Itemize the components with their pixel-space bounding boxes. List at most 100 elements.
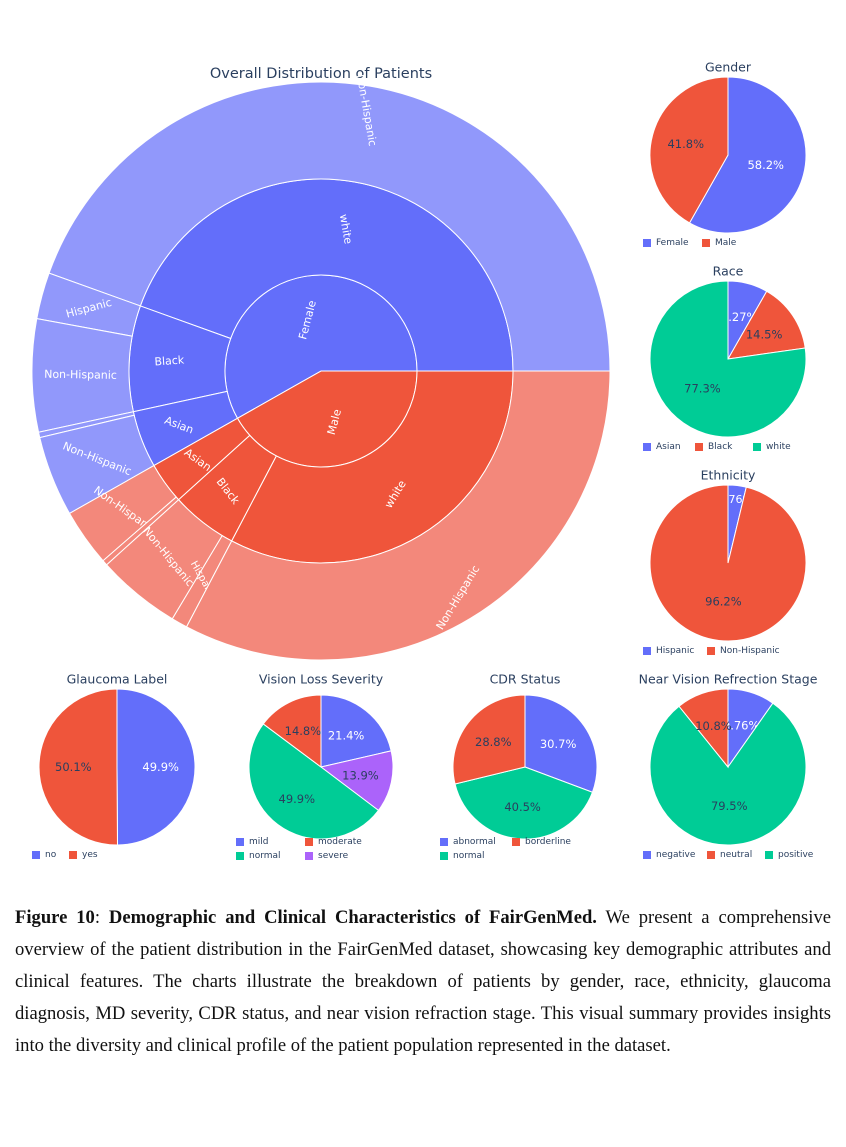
legend-swatch [765, 851, 773, 859]
legend-label: borderline [525, 837, 571, 847]
caption-label: Figure 10 [15, 907, 95, 928]
legend-swatch [305, 838, 313, 846]
sunburst-chart: Overall Distribution of PatientsFemalewh… [31, 66, 611, 661]
pie-slice-abnormal [524, 694, 598, 793]
sunburst-ethnicity-non-hispanic [48, 81, 611, 372]
pie-value-label: 77.3% [684, 381, 721, 395]
legend-swatch [643, 647, 651, 655]
pie-slice-normal [248, 723, 380, 840]
caption-title: Demographic and Clinical Characteristics… [108, 907, 597, 928]
pie-slice-severe [319, 750, 394, 812]
legend-swatch [702, 239, 710, 247]
sunburst-gender-label: Male [325, 408, 344, 437]
pie-value-label: 30.7% [540, 737, 577, 751]
sunburst-ethnicity-non-hispanic [185, 370, 611, 661]
pie-title: CDR Status [490, 672, 561, 687]
pie-value-label: 14.8% [285, 724, 322, 738]
legend-swatch [440, 838, 448, 846]
pie-value-label: 14.5% [746, 327, 783, 341]
legend-label: Male [715, 238, 737, 248]
pie-title: Ethnicity [701, 468, 756, 483]
pie-value-label: 21.4% [328, 728, 365, 742]
pie-value-label: 40.5% [504, 800, 541, 814]
pie-slice-male [649, 76, 729, 224]
legend-swatch [305, 852, 313, 860]
legend-label: normal [453, 851, 485, 861]
pie-slice-white [649, 280, 807, 438]
pie-value-label: 28.8% [475, 735, 512, 749]
legend-swatch [753, 443, 761, 451]
caption-body: We present a comprehensive overview of t… [15, 907, 831, 1056]
pie-value-label: 10.8% [695, 719, 732, 733]
near-vision-pie-chart: Near Vision Refrection Stage9.76%79.5%10… [639, 672, 818, 861]
pie-slice-normal [454, 766, 594, 840]
pie-slice-female [688, 76, 807, 234]
pie-slice-no [116, 688, 196, 846]
legend-swatch [440, 852, 448, 860]
sunburst-ethnicity-hispanic [36, 272, 141, 337]
race-pie-chart: Race 8.27% 14.5% 77.3% Asian Black white [643, 264, 807, 452]
legend-label: abnormal [453, 837, 496, 847]
legend-swatch [643, 239, 651, 247]
sunburst-ethnicity-non-hispanic [105, 499, 223, 620]
legend-swatch [707, 851, 715, 859]
legend-label: moderate [318, 837, 362, 847]
legend-swatch [32, 851, 40, 859]
legend-label: Black [708, 442, 733, 452]
pie-value-label: 49.9% [279, 792, 316, 806]
legend-label: yes [82, 850, 98, 860]
pie-title: Vision Loss Severity [259, 672, 384, 687]
legend-label: Hispanic [656, 646, 694, 656]
legend-swatch [643, 851, 651, 859]
figure-caption: Figure 10: Demographic and Clinical Char… [15, 902, 831, 1062]
vision-loss-pie-chart: Vision Loss Severity 21.4% 13.9% 49.9% 14.8%… [236, 672, 394, 861]
pie-slice-black [727, 290, 806, 360]
gender-pie-chart: Gender 58.2% 41.8% Female Male [643, 60, 807, 248]
sunburst-ethnicity-non-hispanic [68, 464, 177, 562]
sunburst-ethnicity-hispanic [171, 534, 233, 628]
legend-swatch [512, 838, 520, 846]
pie-title: Near Vision Refrection Stage [639, 672, 818, 687]
cdr-status-pie-chart: CDR Status 30.7% 40.5% 28.8% abnormal borderl… [440, 672, 598, 861]
sunburst-ethnicity-non-hispanic [39, 414, 155, 515]
pie-slice-moderate [262, 694, 322, 768]
pie-title: Glaucoma Label [67, 672, 168, 687]
pie-value-label: 58.2% [747, 158, 784, 172]
pie-slice-neutral [678, 688, 729, 769]
sunburst-race-label: white [337, 213, 355, 245]
legend-swatch [236, 852, 244, 860]
sunburst-ethnicity-label: Non-Hispanic [44, 368, 117, 382]
pie-title: Gender [705, 60, 752, 75]
pie-slice-positive [649, 702, 807, 846]
legend-label: mild [249, 837, 268, 847]
pie-value-label: 9.76% [723, 718, 760, 732]
legend-label: Female [656, 238, 689, 248]
legend-label: neutral [720, 850, 752, 860]
pie-value-label: 50.1% [55, 760, 92, 774]
pie-slice-mild [320, 694, 392, 768]
pie-title: Race [713, 264, 744, 279]
legend-label: Asian [656, 442, 681, 452]
legend-swatch [695, 443, 703, 451]
legend-label: no [45, 850, 57, 860]
pie-slice-yes [38, 688, 118, 846]
legend-label: negative [656, 850, 696, 860]
pie-value-label: 96.2% [705, 595, 742, 609]
legend-swatch [707, 647, 715, 655]
sunburst-title: Overall Distribution of Patients [210, 66, 432, 82]
pie-slice-borderline [452, 694, 526, 785]
sunburst-race-label: Black [154, 353, 185, 368]
legend-swatch [643, 443, 651, 451]
legend-label: white [766, 442, 791, 452]
legend-label: severe [318, 851, 349, 861]
pie-value-label: 41.8% [667, 137, 704, 151]
pie-value-label: 8.27% [721, 310, 758, 324]
legend-label: positive [778, 850, 814, 860]
legend-label: normal [249, 851, 281, 861]
pie-value-label: 13.9% [342, 768, 379, 782]
legend-label: Non-Hispanic [720, 646, 780, 656]
sunburst-ethnicity-non-hispanic [31, 318, 134, 433]
